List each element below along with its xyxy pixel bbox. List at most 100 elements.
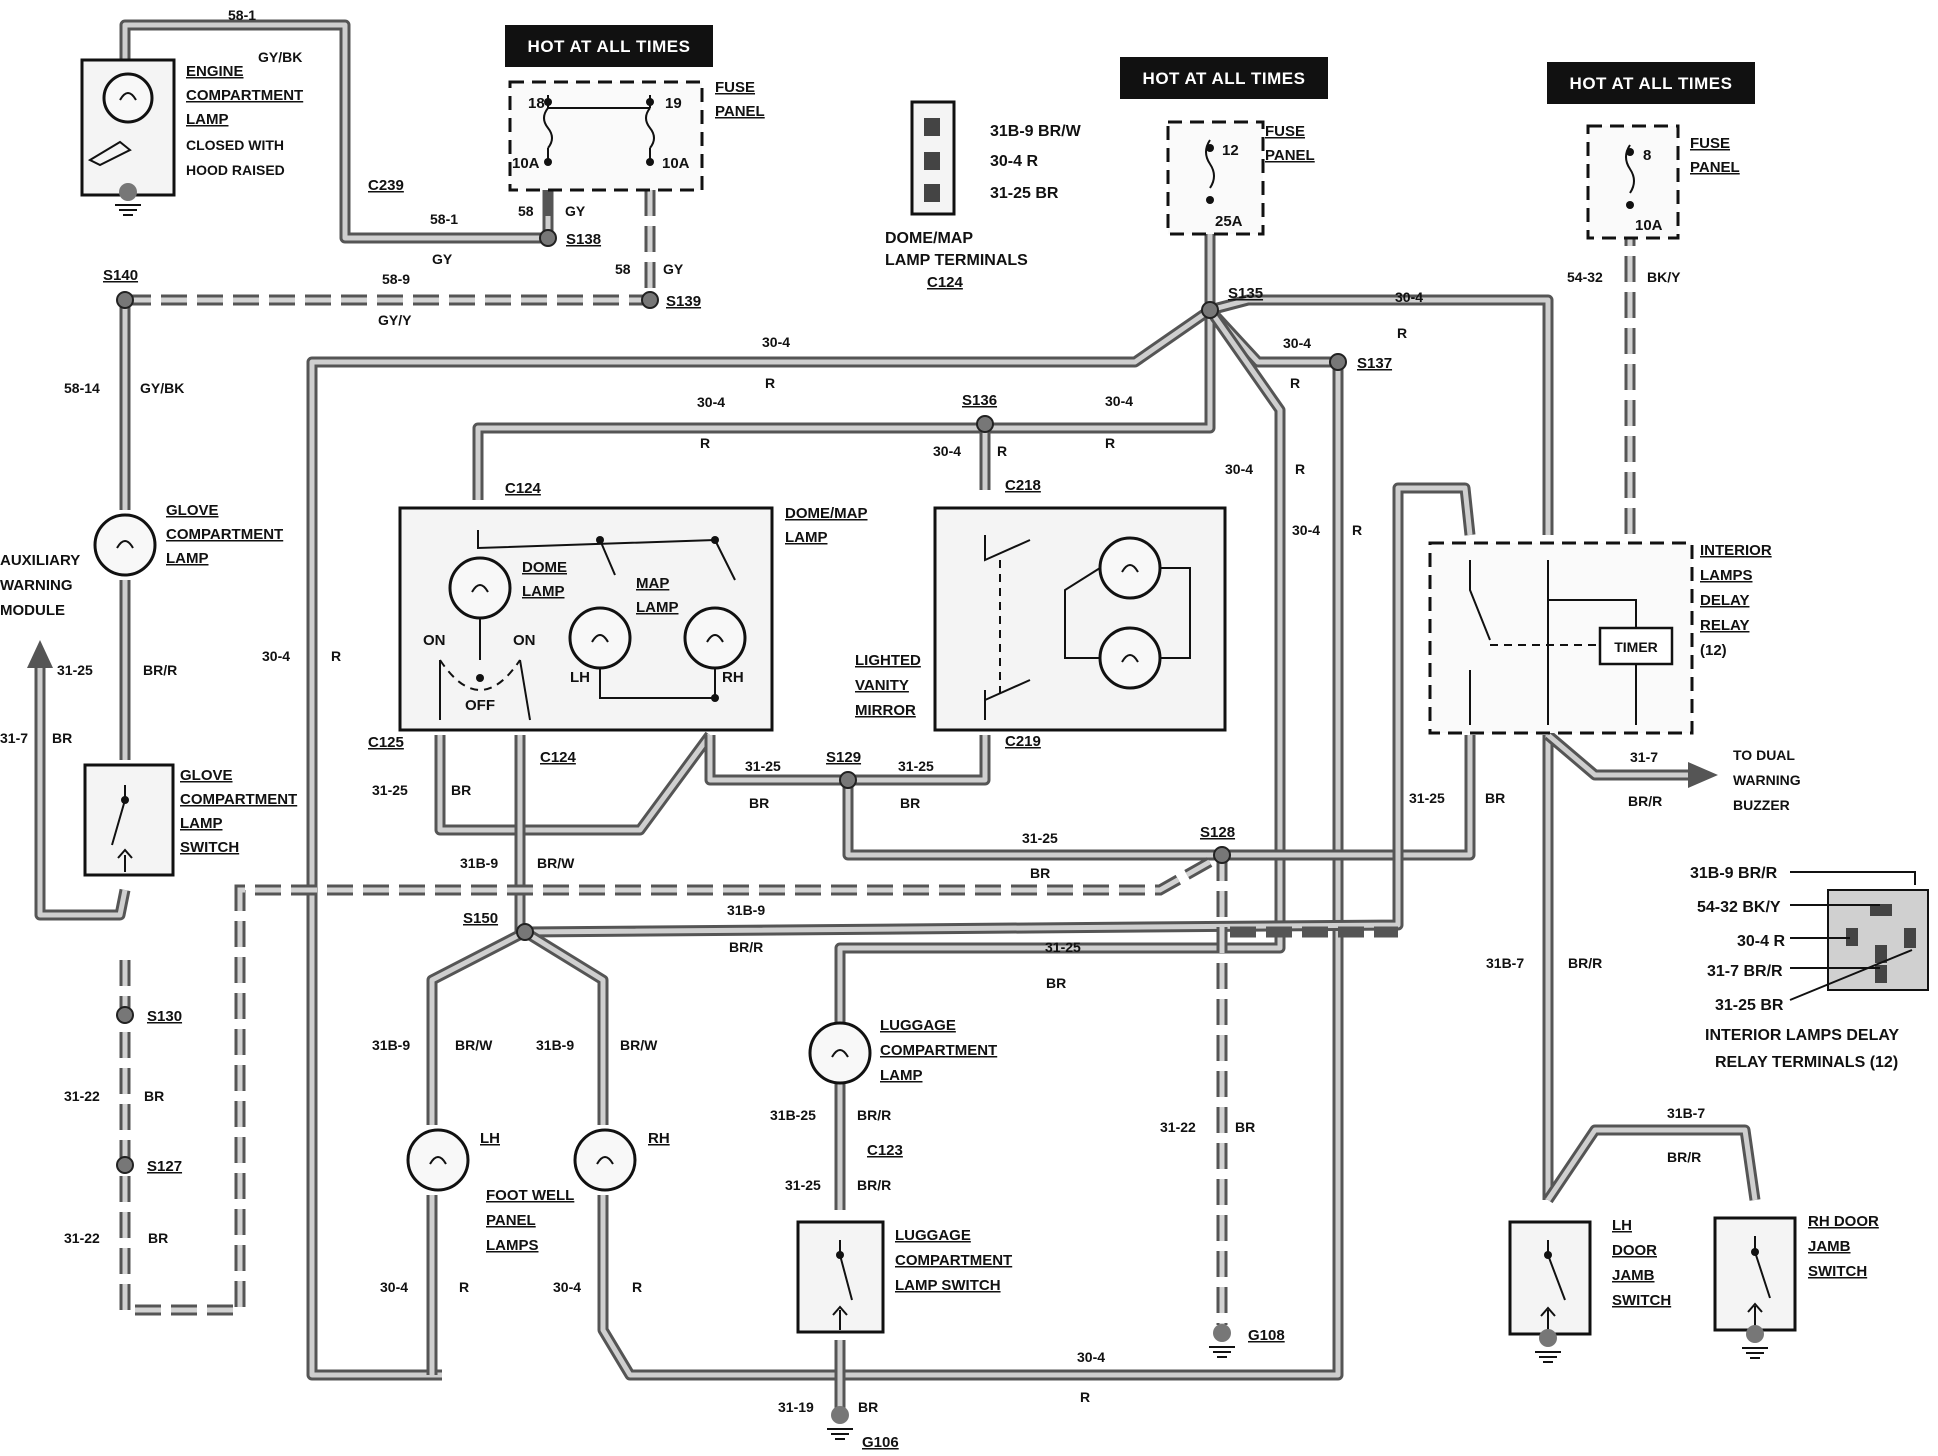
svg-text:TIMER: TIMER xyxy=(1614,639,1658,655)
svg-text:BR/W: BR/W xyxy=(620,1037,658,1053)
svg-text:LH: LH xyxy=(570,669,590,686)
svg-text:31-25: 31-25 xyxy=(898,758,934,774)
svg-text:C124: C124 xyxy=(927,274,964,291)
svg-text:C124: C124 xyxy=(540,749,577,766)
svg-text:31B-9: 31B-9 xyxy=(727,902,765,918)
svg-text:18: 18 xyxy=(528,95,545,112)
svg-text:R: R xyxy=(997,443,1007,459)
dome-map-terminals: 31B-9 BR/W 30-4 R 31-25 BR DOME/MAP LAMP… xyxy=(885,100,1082,291)
svg-text:LAMP: LAMP xyxy=(166,550,209,567)
svg-text:31-22: 31-22 xyxy=(64,1088,100,1104)
svg-text:GY: GY xyxy=(432,251,453,267)
svg-text:R: R xyxy=(1352,522,1362,538)
svg-text:LAMPS: LAMPS xyxy=(1700,567,1753,584)
relay-terminals: 31B-9 BR/R 54-32 BK/Y 30-4 R 31-7 BR/R 3… xyxy=(1690,865,1929,1071)
svg-text:FUSE: FUSE xyxy=(715,79,755,96)
svg-text:FOOT WELL: FOOT WELL xyxy=(486,1187,574,1204)
splice-s129 xyxy=(839,771,857,789)
svg-text:30-4 R: 30-4 R xyxy=(990,153,1038,170)
svg-text:LH: LH xyxy=(480,1130,500,1147)
svg-text:DELAY: DELAY xyxy=(1700,592,1749,609)
lighted-vanity-mirror: LIGHTED VANITY MIRROR xyxy=(855,506,1227,732)
svg-text:OFF: OFF xyxy=(465,697,495,714)
splice-s137 xyxy=(1329,353,1347,371)
hot-label-2: HOT AT ALL TIMES xyxy=(1120,57,1328,99)
svg-text:GY: GY xyxy=(565,203,586,219)
foot-well-panel-lamps-label: FOOT WELL PANEL LAMPS xyxy=(486,1187,574,1254)
connectors: C239 C124 C218 C125 C124 C219 C123 xyxy=(368,177,1041,1159)
svg-text:BR: BR xyxy=(144,1088,164,1104)
engine-compartment-lamp: ENGINE COMPARTMENT LAMP CLOSED WITH HOOD… xyxy=(80,58,303,216)
svg-text:R: R xyxy=(632,1279,642,1295)
svg-text:LAMP: LAMP xyxy=(636,599,679,616)
svg-text:BR/W: BR/W xyxy=(537,855,575,871)
svg-text:LUGGAGE: LUGGAGE xyxy=(880,1017,956,1034)
wires-solid xyxy=(27,19,1761,1410)
svg-text:COMPARTMENT: COMPARTMENT xyxy=(186,87,303,104)
svg-text:GY/BK: GY/BK xyxy=(258,49,302,65)
svg-text:LAMP TERMINALS: LAMP TERMINALS xyxy=(885,252,1028,269)
svg-text:R: R xyxy=(700,435,710,451)
svg-text:C125: C125 xyxy=(368,734,404,751)
svg-text:BR: BR xyxy=(148,1230,168,1246)
svg-text:19: 19 xyxy=(665,95,682,112)
svg-text:BR/R: BR/R xyxy=(857,1177,891,1193)
svg-text:31B-9: 31B-9 xyxy=(460,855,498,871)
svg-text:HOOD RAISED: HOOD RAISED xyxy=(186,162,285,178)
svg-text:C123: C123 xyxy=(867,1142,903,1159)
ground-g106: G106 xyxy=(827,1406,899,1451)
wires-dashed xyxy=(119,190,1636,1325)
svg-text:31-25: 31-25 xyxy=(1022,830,1058,846)
svg-text:SWITCH: SWITCH xyxy=(1612,1292,1671,1309)
splice-s138 xyxy=(539,229,557,247)
foot-well-lamp-lh: LH xyxy=(406,1128,500,1192)
svg-text:BR: BR xyxy=(1030,865,1050,881)
svg-text:BR: BR xyxy=(52,730,72,746)
svg-text:58-9: 58-9 xyxy=(382,271,410,287)
svg-text:GY/Y: GY/Y xyxy=(378,312,412,328)
svg-text:MIRROR: MIRROR xyxy=(855,702,916,719)
glove-compartment-lamp-switch: GLOVE COMPARTMENT LAMP SWITCH xyxy=(83,763,297,877)
svg-text:10A: 10A xyxy=(662,155,690,172)
svg-text:LAMPS: LAMPS xyxy=(486,1237,539,1254)
auxiliary-warning-module: AUXILIARY WARNING MODULE xyxy=(0,552,80,619)
svg-text:58-1: 58-1 xyxy=(430,211,458,227)
splice-labels: S138 S139 S140 S135 S137 S136 S129 S128 … xyxy=(103,231,1392,1175)
ground-g108: G108 xyxy=(1209,1324,1285,1358)
svg-text:S150: S150 xyxy=(463,910,498,927)
splice-s130 xyxy=(116,1006,134,1024)
svg-text:C239: C239 xyxy=(368,177,404,194)
fuse-panel-3: 8 10A FUSE PANEL xyxy=(1586,124,1740,240)
svg-text:RELAY: RELAY xyxy=(1700,617,1749,634)
svg-text:31-25: 31-25 xyxy=(1045,939,1081,955)
svg-text:ON: ON xyxy=(513,632,536,649)
svg-text:BR/R: BR/R xyxy=(143,662,177,678)
lh-door-jamb-switch: LH DOOR JAMB SWITCH xyxy=(1508,1217,1671,1363)
svg-text:BK/Y: BK/Y xyxy=(1647,269,1681,285)
svg-text:31B-25: 31B-25 xyxy=(770,1107,816,1123)
svg-text:31-22: 31-22 xyxy=(1160,1119,1196,1135)
svg-text:LAMP: LAMP xyxy=(186,111,229,128)
svg-text:S127: S127 xyxy=(147,1158,182,1175)
svg-text:LAMP: LAMP xyxy=(880,1067,923,1084)
svg-text:BR/W: BR/W xyxy=(455,1037,493,1053)
svg-text:WARNING: WARNING xyxy=(0,577,73,594)
svg-text:BR: BR xyxy=(1485,790,1505,806)
svg-text:FUSE: FUSE xyxy=(1690,135,1730,152)
svg-text:BR: BR xyxy=(1046,975,1066,991)
splice-s140 xyxy=(116,291,134,309)
splice-s135 xyxy=(1201,301,1219,319)
svg-text:SWITCH: SWITCH xyxy=(180,839,239,856)
wire-labels: 58-1 GY/BK 58-1 GY 58 GY 58 GY 58-9 GY/Y… xyxy=(0,7,1705,1415)
svg-text:10A: 10A xyxy=(512,155,540,172)
splice-s128 xyxy=(1213,846,1231,864)
svg-text:58: 58 xyxy=(518,203,534,219)
svg-text:S128: S128 xyxy=(1200,824,1235,841)
svg-text:BR: BR xyxy=(900,795,920,811)
svg-text:BR: BR xyxy=(858,1399,878,1415)
svg-text:LIGHTED: LIGHTED xyxy=(855,652,921,669)
svg-text:ENGINE: ENGINE xyxy=(186,63,244,80)
interior-lamps-delay-relay: TIMER INTERIOR LAMPS DELAY RELAY (12) xyxy=(1428,541,1772,735)
svg-text:R: R xyxy=(1105,435,1115,451)
svg-text:30-4: 30-4 xyxy=(1395,289,1423,305)
